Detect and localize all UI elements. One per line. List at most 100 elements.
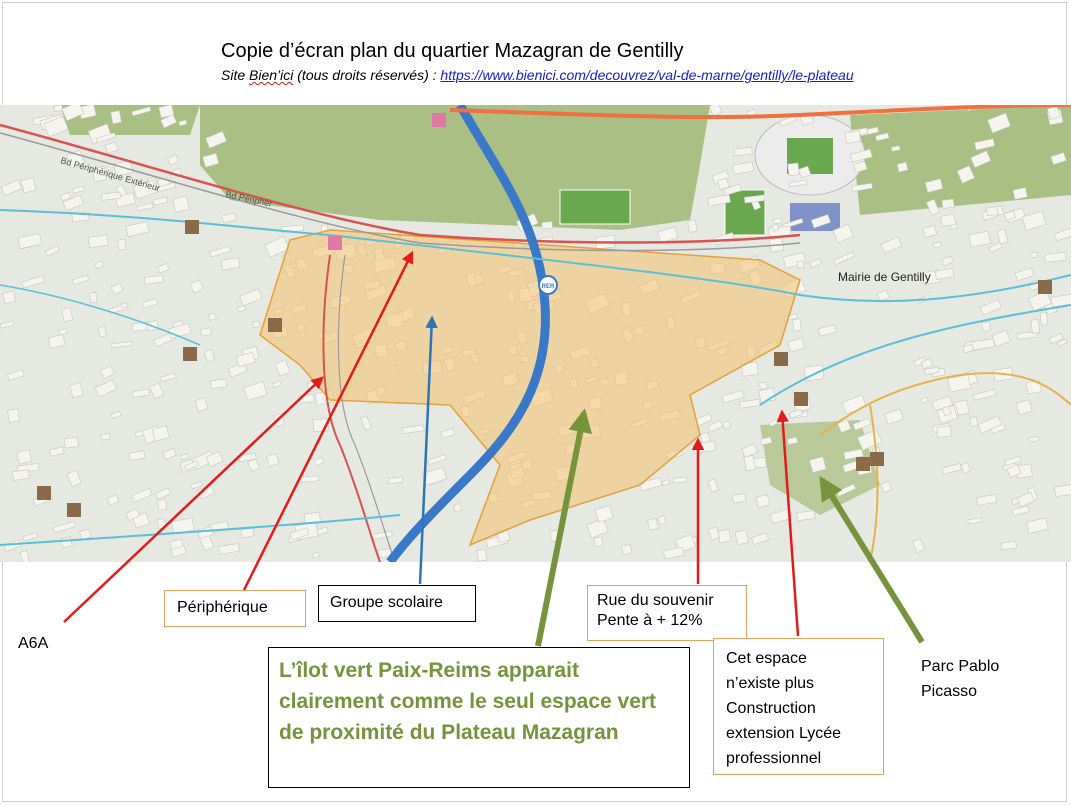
building-block <box>16 449 33 465</box>
building-block <box>63 436 79 449</box>
building-block <box>21 275 45 289</box>
building-block <box>1012 187 1028 200</box>
rue-souvenir-line2: Pente à + 12% <box>597 612 703 629</box>
school-icon-1 <box>268 318 282 332</box>
building-block <box>1003 210 1016 221</box>
building-block <box>1028 436 1039 443</box>
building-block <box>1006 463 1022 479</box>
building-block <box>931 395 953 412</box>
subtitle-prefix: Site <box>221 67 250 83</box>
building-block <box>837 419 852 434</box>
building-block <box>100 365 115 380</box>
label-peripherique: Périphérique <box>164 590 306 627</box>
building-block <box>741 443 758 458</box>
building-block <box>1000 540 1017 551</box>
green-note-ilot-vert: L’îlot vert Paix-Reims apparait claireme… <box>268 647 690 788</box>
building-block <box>143 274 164 285</box>
building-block <box>977 415 1003 434</box>
building-block <box>2 290 17 305</box>
building-block <box>61 105 85 122</box>
building-block <box>884 408 904 425</box>
espace-line-4: extension Lycée <box>726 725 842 742</box>
building-block <box>721 389 745 404</box>
building-block <box>209 245 232 258</box>
building-block <box>1039 311 1049 326</box>
building-block <box>771 223 780 232</box>
source-link[interactable]: https://www.bienici.com/decouvrez/val-de… <box>440 67 854 83</box>
building-block <box>72 186 85 194</box>
building-block <box>663 546 685 560</box>
building-block <box>72 274 90 286</box>
sports-pitch <box>559 189 631 225</box>
page-title: Copie d’écran plan du quartier Mazagran … <box>221 40 684 62</box>
building-block <box>58 327 68 336</box>
building-block <box>787 337 805 353</box>
building-block <box>1026 517 1049 534</box>
place-label-mairie: Mairie de Gentilly <box>838 270 931 284</box>
building-block <box>1021 210 1047 231</box>
school-icon-7 <box>870 452 884 466</box>
building-block <box>987 112 1011 134</box>
parc-line2: Picasso <box>921 683 978 700</box>
building-block <box>94 260 104 270</box>
building-block <box>932 241 942 249</box>
building-block <box>47 334 66 349</box>
label-groupe-scolaire: Groupe scolaire <box>318 585 476 622</box>
building-block <box>947 374 972 393</box>
building-block <box>979 299 1002 316</box>
building-block <box>131 106 152 117</box>
building-block <box>707 478 719 493</box>
building-block <box>298 393 315 404</box>
building-block <box>880 236 903 254</box>
building-block <box>141 298 159 309</box>
building-block <box>172 195 190 213</box>
building-block <box>940 213 956 228</box>
building-block <box>969 416 978 427</box>
building-block <box>833 251 855 266</box>
building-block <box>926 198 940 216</box>
building-block <box>95 132 117 144</box>
building-block <box>1056 338 1068 347</box>
building-block <box>1044 251 1067 263</box>
building-block <box>857 429 883 451</box>
school-icon-8 <box>774 352 788 366</box>
building-block <box>920 396 929 404</box>
building-block <box>1014 267 1035 282</box>
map-view[interactable]: RER Bd Périphérique Extérieur Bd Périphé… <box>0 105 1071 562</box>
building-block <box>657 515 667 526</box>
building-block <box>976 494 997 506</box>
building-block <box>586 518 609 539</box>
page-subtitle: Site Bien’ici (tous droits réservés) : h… <box>221 67 854 83</box>
building-block <box>853 160 868 173</box>
building-block <box>896 161 909 173</box>
building-block <box>1011 505 1030 516</box>
building-block <box>707 194 731 207</box>
building-block <box>312 418 329 433</box>
building-block <box>657 226 679 244</box>
subtitle-rights: (tous droits réservés) : <box>293 67 441 83</box>
building-block <box>17 233 42 249</box>
building-block <box>708 105 723 117</box>
building-block <box>1030 251 1039 258</box>
building-block <box>87 234 109 249</box>
building-block <box>97 326 107 338</box>
building-block <box>453 503 462 513</box>
building-block <box>1047 105 1061 121</box>
building-block <box>972 389 997 401</box>
building-block <box>189 279 204 294</box>
building-block <box>758 381 768 390</box>
building-block <box>7 408 20 423</box>
building-block <box>224 463 235 471</box>
building-block <box>157 499 167 511</box>
building-block <box>19 550 30 562</box>
building-block <box>105 142 119 154</box>
espace-line-1: Cet espace <box>726 650 807 667</box>
building-block <box>1030 319 1040 334</box>
building-block <box>100 433 111 441</box>
building-block <box>787 162 800 177</box>
building-block <box>924 178 944 193</box>
school-icon-4 <box>37 486 51 500</box>
building-block <box>62 194 84 212</box>
building-block <box>960 462 971 474</box>
building-block <box>22 532 39 542</box>
